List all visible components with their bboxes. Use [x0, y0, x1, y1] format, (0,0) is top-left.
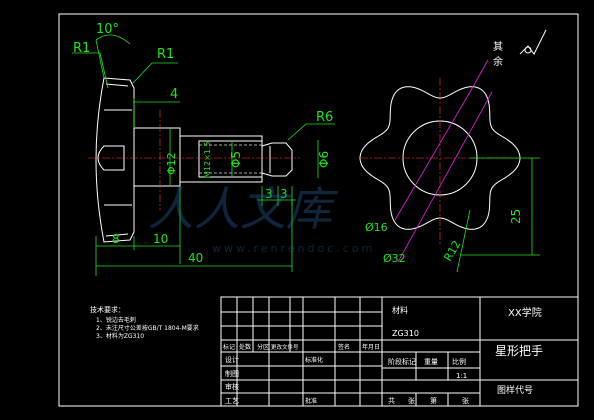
tb-scale: 1:1	[456, 372, 467, 380]
dim-4: 4	[170, 87, 178, 102]
tech-note-title: 技术要求：	[90, 305, 125, 314]
dim-r1-left: R1	[73, 41, 90, 56]
tb-approve: 批准	[305, 397, 317, 405]
watermark-text: 人人文库	[148, 182, 339, 236]
tb-weight: 重量	[424, 358, 438, 366]
roughness-label-a: 其	[493, 41, 503, 53]
tech-note-2: 2、未注尺寸公差按GB/T 1804-M要求	[96, 324, 199, 332]
tech-note-1: 1、锐边去毛刺	[96, 316, 136, 324]
tb-drawing-code: 图样代号	[497, 384, 533, 396]
dim-phi12: Φ12	[165, 152, 178, 175]
tb-hdr-count: 处数	[239, 343, 251, 351]
watermark: 人人文库 www.renrendoc.com	[148, 182, 375, 255]
tb-part-name: 星形把手	[495, 344, 543, 358]
dim-phi16: Ø16	[365, 221, 388, 234]
tb-ratio: 比例	[452, 357, 466, 366]
tb-sheet-unit2: 张	[462, 396, 469, 405]
tb-process: 工艺	[225, 397, 239, 405]
tb-sheet-unit1: 张	[408, 396, 415, 405]
knob-front-view	[359, 78, 530, 245]
dim-phi6: Φ6	[317, 151, 331, 168]
tb-material-label: 材料	[392, 305, 408, 315]
tb-design: 设计	[225, 355, 239, 364]
dim-10: 10	[153, 232, 168, 246]
dim-angle: 10°	[96, 22, 119, 37]
tb-school: XX学院	[508, 306, 542, 319]
dim-phi5: Φ5	[229, 151, 243, 168]
tb-material: ZG310	[392, 329, 419, 338]
tb-hdr-date: 年月日	[362, 343, 380, 351]
dim-r6: R6	[316, 110, 333, 125]
knob-side-view	[88, 77, 300, 243]
tb-hdr-doc: 更改文件号	[271, 343, 299, 351]
tb-sheet-total: 共	[388, 396, 395, 405]
tb-stage: 阶段标记	[388, 357, 416, 366]
dim-3b: 3	[280, 187, 288, 201]
tb-hdr-sign: 签名	[338, 343, 350, 351]
tech-note-3: 3、材料为ZG310	[96, 332, 144, 340]
dim-phi32: Ø32	[383, 252, 406, 265]
roughness-label-b: 余	[493, 55, 503, 68]
dim-40: 40	[188, 251, 203, 265]
tb-sheet-num: 第	[430, 396, 437, 405]
watermark-url: www.renrendoc.com	[212, 242, 375, 255]
dim-3a: 3	[265, 187, 273, 201]
title-block: 材料 ZG310 XX学院 星形把手 图样代号 1:1 标记 处数 分区 更改文…	[220, 296, 579, 407]
dim-8: 8	[112, 232, 120, 246]
tech-notes: 技术要求： 1、锐边去毛刺 2、未注尺寸公差按GB/T 1804-M要求 3、材…	[90, 305, 199, 340]
dim-r1-right: R1	[157, 47, 174, 62]
left-dimensions: 10° R1 R1 4 Φ12 M12×1.5 Φ5 R6 Φ6 3 3 8 1…	[72, 22, 335, 276]
tb-std: 标准化	[305, 356, 323, 364]
dim-25: 25	[509, 209, 523, 224]
dim-thread: M12×1.5	[203, 141, 212, 178]
tb-hdr-zone: 分区	[257, 343, 269, 351]
tb-review: 审核	[225, 382, 239, 391]
tb-hdr-mark: 标记	[223, 343, 235, 351]
dim-r12: R12	[441, 238, 463, 263]
tb-drawing: 制图	[225, 369, 239, 378]
